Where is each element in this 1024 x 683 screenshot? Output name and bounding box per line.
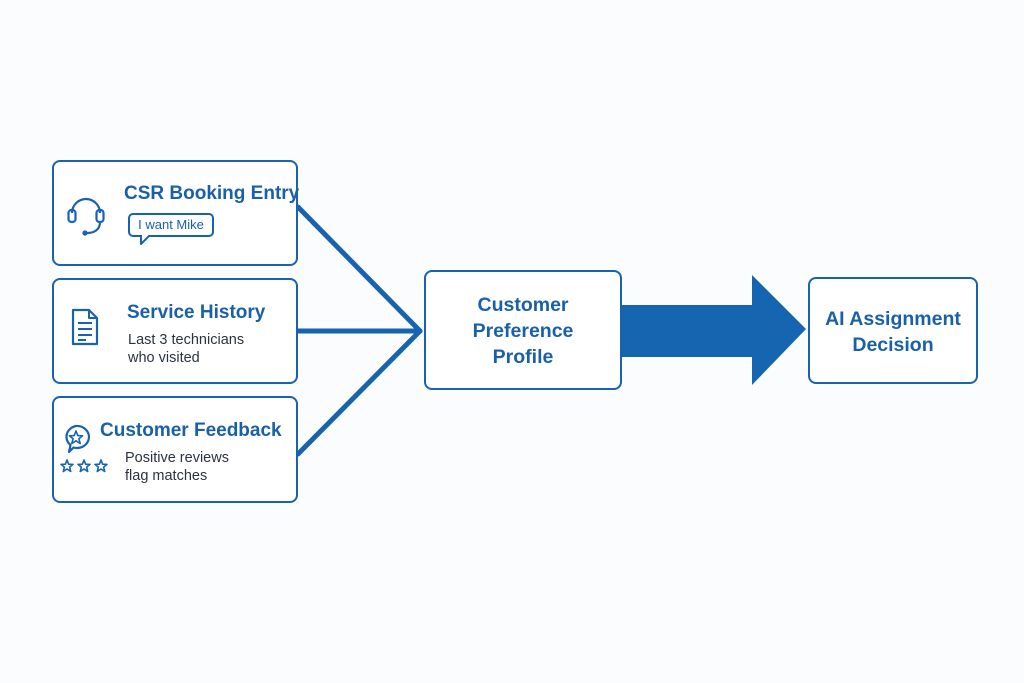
customer-feedback-line-1: Positive reviews: [125, 450, 229, 466]
customer-feedback-line-2: flag matches: [125, 468, 208, 484]
decision-line-2: Decision: [852, 334, 934, 356]
csr-booking-entry-node: CSR Booking Entry I want Mike: [52, 160, 300, 266]
customer-feedback-title: Customer Feedback: [100, 420, 282, 441]
service-history-node: Service History Last 3 technicians who v…: [52, 278, 298, 384]
flow-arrow: [622, 275, 806, 385]
connector-csr-to-profile: [295, 204, 423, 334]
profile-line-3: Profile: [492, 346, 554, 368]
csr-booking-entry-title: CSR Booking Entry: [124, 183, 300, 204]
customer-feedback-node: Customer Feedback Positive reviews flag …: [52, 396, 298, 503]
customer-preference-profile-node: Customer Preference Profile: [424, 270, 622, 390]
customer-feedback-description: Positive reviews flag matches: [125, 449, 229, 485]
ai-assignment-decision-title: AI Assignment Decision: [810, 306, 976, 358]
service-history-line-1: Last 3 technicians: [128, 332, 245, 348]
document-icon: [71, 308, 99, 346]
service-history-line-2: who visited: [128, 350, 200, 366]
customer-preference-profile-title: Customer Preference Profile: [426, 292, 620, 370]
connector-feedback-to-profile: [295, 328, 423, 457]
service-history-title: Service History: [127, 302, 266, 323]
ai-assignment-decision-node: AI Assignment Decision: [808, 277, 978, 384]
headset-icon: [67, 197, 105, 236]
speech-bubble-tail-icon: [140, 235, 151, 245]
service-history-description: Last 3 technicians who visited: [128, 331, 244, 367]
star-review-icon: [60, 424, 108, 473]
profile-line-2: Preference: [472, 320, 574, 342]
decision-line-1: AI Assignment: [825, 308, 961, 330]
speech-bubble: I want Mike: [128, 213, 214, 237]
profile-line-1: Customer: [477, 294, 569, 316]
